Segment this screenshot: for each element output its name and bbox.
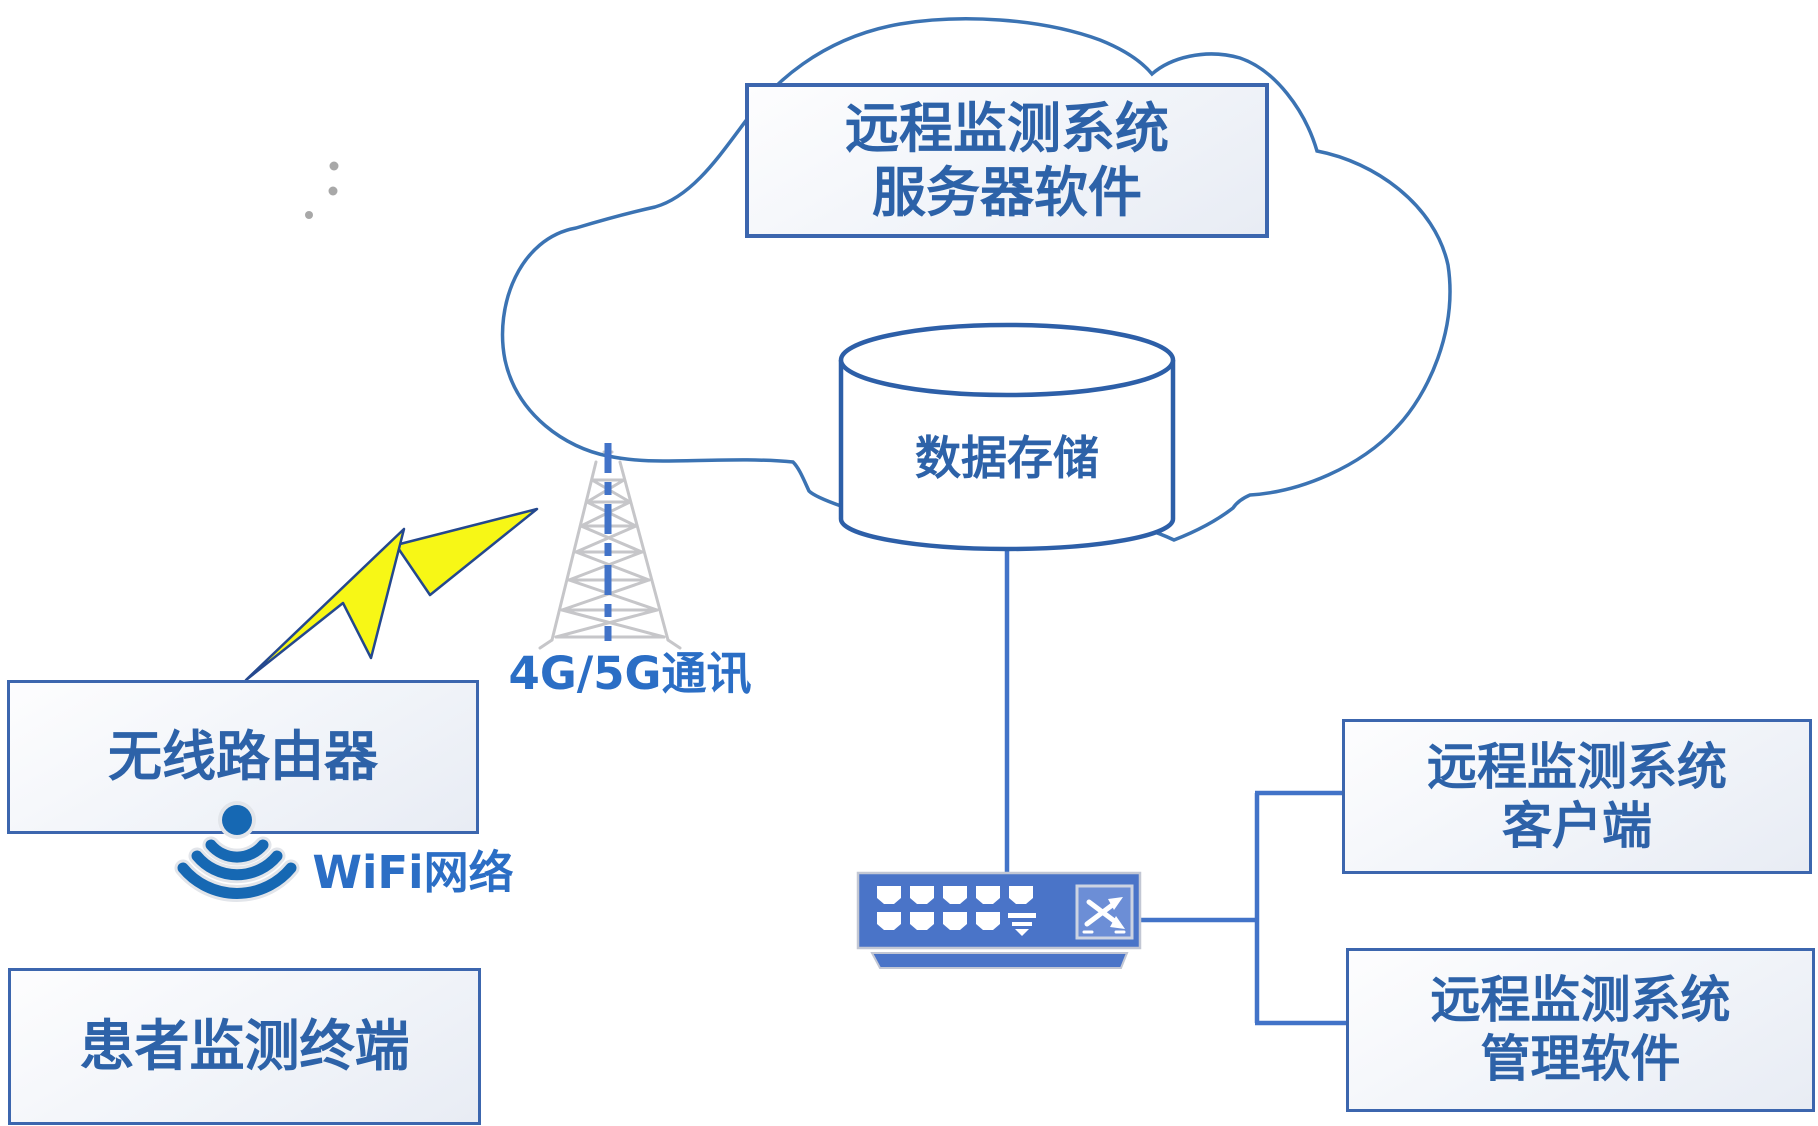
cell-tower-icon xyxy=(538,450,682,650)
client-label-line1: 远程监测系统 xyxy=(1427,737,1727,796)
patient-terminal-label: 患者监测终端 xyxy=(79,1014,410,1079)
connector-lines xyxy=(1004,519,1349,1026)
client-box: 远程监测系统 客户端 xyxy=(1342,719,1812,874)
server-software-box: 远程监测系统 服务器软件 xyxy=(745,83,1269,238)
decor-dots-left xyxy=(305,161,339,219)
client-label-line2: 客户端 xyxy=(1502,796,1652,855)
server-software-label-line1: 远程监测系统 xyxy=(845,96,1169,160)
wireless-router-label: 无线路由器 xyxy=(108,725,378,789)
tower-4g5g-label: 4G/5G通讯 xyxy=(508,646,752,700)
data-storage-label: 数据存储 xyxy=(915,431,1099,485)
wifi-network-label: WiFi网络 xyxy=(312,845,514,899)
patient-terminal-box: 患者监测终端 xyxy=(8,968,481,1125)
server-software-label-line2: 服务器软件 xyxy=(872,160,1142,224)
admin-label-line2: 管理软件 xyxy=(1480,1030,1681,1088)
admin-software-box: 远程监测系统 管理软件 xyxy=(1346,948,1815,1112)
wireless-router-box: 无线路由器 xyxy=(7,680,479,834)
network-switch-icon xyxy=(856,871,1142,969)
admin-label-line1: 远程监测系统 xyxy=(1430,971,1731,1029)
